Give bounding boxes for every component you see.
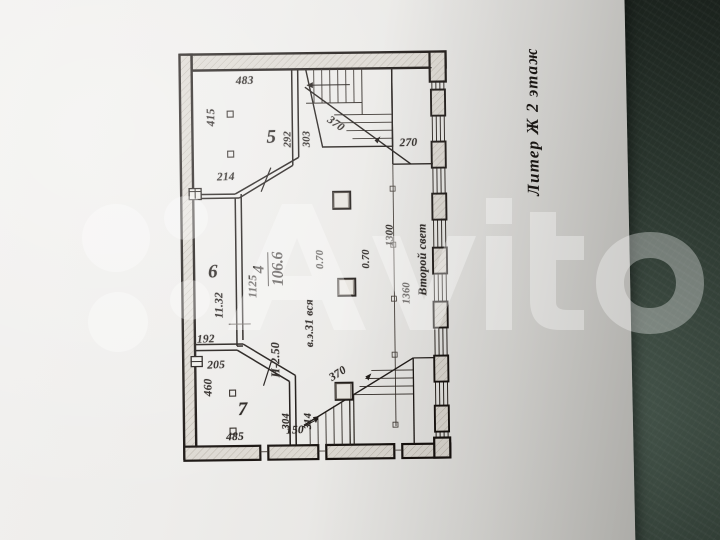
dim-stair-bottom-run: 150 — [285, 424, 305, 437]
room-4-area: 106.6 — [269, 251, 287, 287]
floor-plan: 483 415 214 292 303 5 370 270 4 106.6 0.… — [173, 45, 474, 479]
plan-linework — [173, 45, 474, 479]
dim-room7-bottom: 485 — [225, 430, 245, 444]
dim-room6-width: 1125 — [247, 274, 260, 298]
room-number-7: 7 — [237, 398, 248, 421]
dim-chain-upper: 1300 — [384, 224, 396, 247]
dim-chain-lower: 1360 — [401, 282, 413, 305]
dim-room7-left: 460 — [202, 378, 215, 397]
room-number-6: 6 — [207, 261, 219, 283]
dim-room5-bottom: 214 — [216, 170, 235, 184]
dim-room7-top: 205 — [207, 359, 226, 372]
dim-room7-right-outer: 314 — [302, 412, 315, 430]
dim-col-a: 0.70 — [314, 249, 327, 270]
note-height: H-2.50 — [267, 341, 283, 378]
room-6-area: 11.32 — [213, 291, 226, 319]
note-vtoroy-svet: Второй свет — [414, 223, 430, 296]
dim-room5-right-outer: 303 — [301, 130, 313, 148]
room-number-5: 5 — [266, 126, 277, 148]
dim-room6-left: 192 — [196, 333, 215, 346]
dim-room5-top: 483 — [235, 74, 254, 88]
dim-room5-left: 415 — [205, 108, 218, 127]
dim-right-top: 270 — [399, 136, 418, 150]
dim-room5-right-inner: 292 — [282, 131, 294, 148]
dim-col-b: 0.70 — [360, 249, 373, 269]
note-area-all: в.э.31 вся — [303, 299, 317, 348]
sheet-title: Литер Ж 2 этаж — [521, 47, 543, 196]
